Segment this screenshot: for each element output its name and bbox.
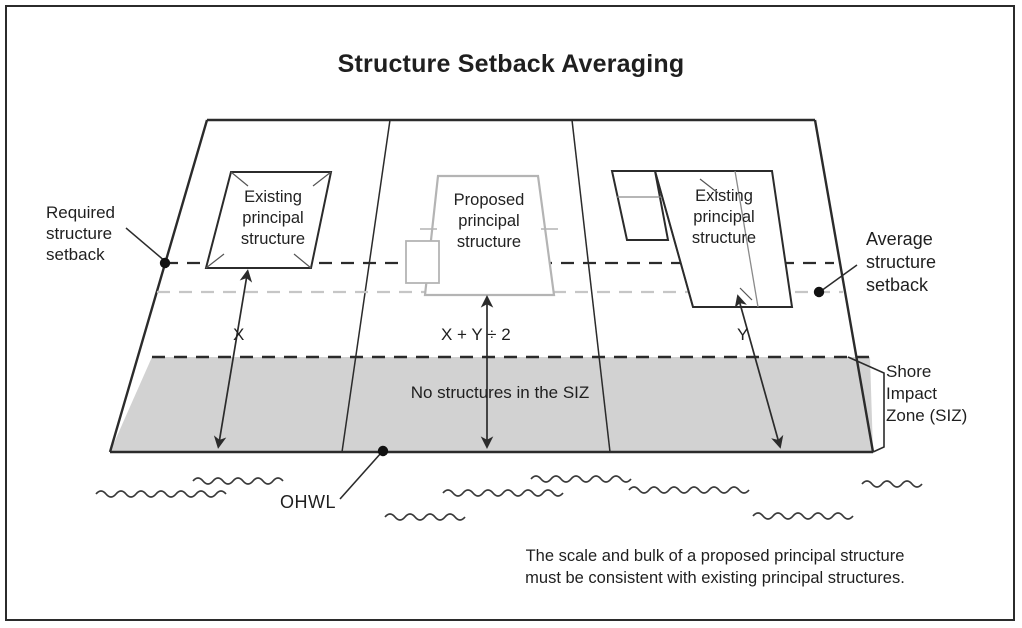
- label-siz-line1: Shore: [886, 362, 932, 381]
- average-setback-leader: [813, 264, 858, 298]
- siz-band-text: No structures in the SIZ: [410, 383, 590, 402]
- structure-label-existing-left-line2: principal: [242, 209, 304, 227]
- structure-label-proposed-middle: Proposed principal structure: [436, 190, 542, 253]
- structure-label-existing-left-line3: structure: [240, 230, 306, 248]
- structure-label-existing-right-line3: structure: [691, 229, 757, 247]
- page-title: Structure Setback Averaging: [337, 50, 685, 78]
- ohwl-leader: [339, 445, 389, 500]
- dimension-label-y: Y: [737, 325, 749, 344]
- dimension-label-average: X + Y ÷ 2: [441, 325, 511, 344]
- structure-label-existing-right: Existing principal structure: [671, 186, 777, 249]
- label-average-setback: Average structure setback: [866, 228, 1006, 297]
- label-siz-line3: Zone (SIZ): [886, 406, 968, 425]
- label-ohwl: OHWL: [280, 492, 336, 512]
- siz-bracket: [847, 356, 885, 453]
- figure-caption-line2: must be consistent with existing princip…: [525, 569, 905, 587]
- label-average-setback-line1: Average: [866, 229, 933, 249]
- figure-caption: The scale and bulk of a proposed princip…: [480, 545, 950, 589]
- label-required-setback: Required structure setback: [46, 202, 166, 265]
- structure-label-existing-right-line1: Existing: [695, 187, 753, 205]
- structure-label-proposed-line1: Proposed: [453, 191, 525, 209]
- structure-existing-right[interactable]: [0, 0, 794, 308]
- label-average-setback-line3: setback: [866, 275, 929, 295]
- label-average-setback-line2: structure: [866, 252, 937, 272]
- structure-label-existing-left: Existing principal structure: [222, 187, 324, 250]
- label-required-setback-line2: structure: [46, 224, 113, 243]
- lot-divider-lines: [341, 119, 611, 453]
- dimension-label-x: X: [233, 325, 245, 344]
- structure-label-existing-left-line1: Existing: [244, 188, 302, 206]
- lot-outline: [108, 118, 875, 454]
- label-siz-line2: Impact: [886, 384, 938, 403]
- required-setback-leader: [125, 227, 171, 269]
- structure-existing-left[interactable]: [204, 171, 333, 269]
- structure-label-existing-right-line2: principal: [693, 208, 755, 226]
- label-shore-impact-zone: Shore Impact Zone (SIZ): [886, 361, 1016, 427]
- structure-label-proposed-line3: structure: [456, 233, 522, 251]
- dimension-arrow-x: [213, 269, 253, 449]
- dimension-arrow-y: [734, 294, 784, 449]
- figure-caption-line1: The scale and bulk of a proposed princip…: [525, 547, 905, 565]
- label-required-setback-line1: Required: [46, 203, 115, 222]
- structure-proposed-middle[interactable]: [405, 174, 558, 297]
- water-waves: [95, 475, 923, 521]
- label-required-setback-line3: setback: [46, 245, 105, 264]
- structure-label-proposed-line2: principal: [458, 212, 520, 230]
